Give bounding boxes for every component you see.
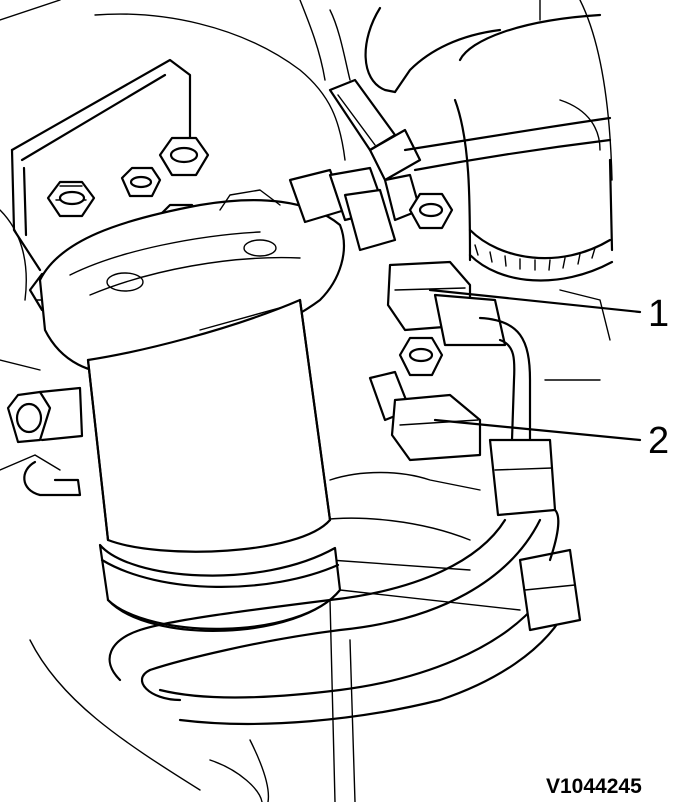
hex-bolt-icon	[120, 166, 162, 198]
hex-bolt-icon	[46, 180, 96, 218]
component-1-bracket	[386, 260, 507, 347]
callout-2-leader	[433, 418, 642, 442]
callout-1-label: 1	[648, 293, 669, 335]
head-fittings	[288, 166, 397, 252]
hex-bolt-icon	[398, 336, 444, 377]
mounting-bracket	[10, 58, 192, 272]
callout-1-leader	[428, 288, 642, 314]
hex-bolt-icon	[408, 192, 454, 230]
component-2-bracket	[368, 370, 482, 462]
side-plug	[6, 386, 84, 497]
reference-code: V1044245	[546, 775, 642, 798]
fuel-pipe-icon	[108, 316, 582, 725]
hex-bolt-icon	[158, 136, 210, 177]
fuel-filter-icon	[86, 298, 342, 632]
engine-block-background	[0, 0, 613, 802]
callout-2-label: 2	[648, 420, 669, 462]
filter-head	[38, 189, 345, 375]
